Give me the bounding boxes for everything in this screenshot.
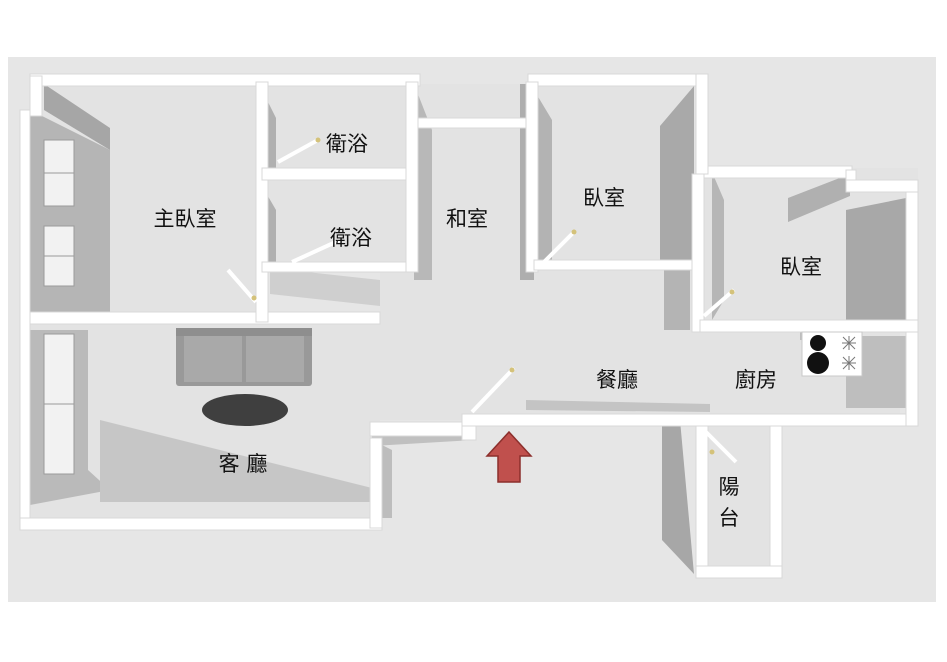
label-balcony-line1: 陽 [719,475,740,499]
label-master-bedroom: 主臥室 [154,207,217,231]
entrance-arrow-icon [485,430,533,483]
label-dining-room: 餐廳 [596,368,638,392]
wall-tops [19,73,919,579]
window-icon [43,139,75,475]
label-tatami-room: 和室 [446,207,488,231]
label-balcony-line2: 台 [719,506,740,530]
coffee-table-icon [202,394,288,426]
label-bathroom-bottom: 衛浴 [330,226,372,250]
sofa-icon [176,328,312,386]
stove-icon [801,331,863,377]
door-icon [226,138,738,464]
label-bedroom-center: 臥室 [583,186,625,210]
door-hinges [251,137,735,455]
floors [30,84,918,570]
label-kitchen: 廚房 [735,368,777,392]
label-bedroom-right: 臥室 [780,255,822,279]
label-bathroom-top: 衛浴 [326,132,368,156]
label-living-room: 客 廳 [219,452,268,476]
